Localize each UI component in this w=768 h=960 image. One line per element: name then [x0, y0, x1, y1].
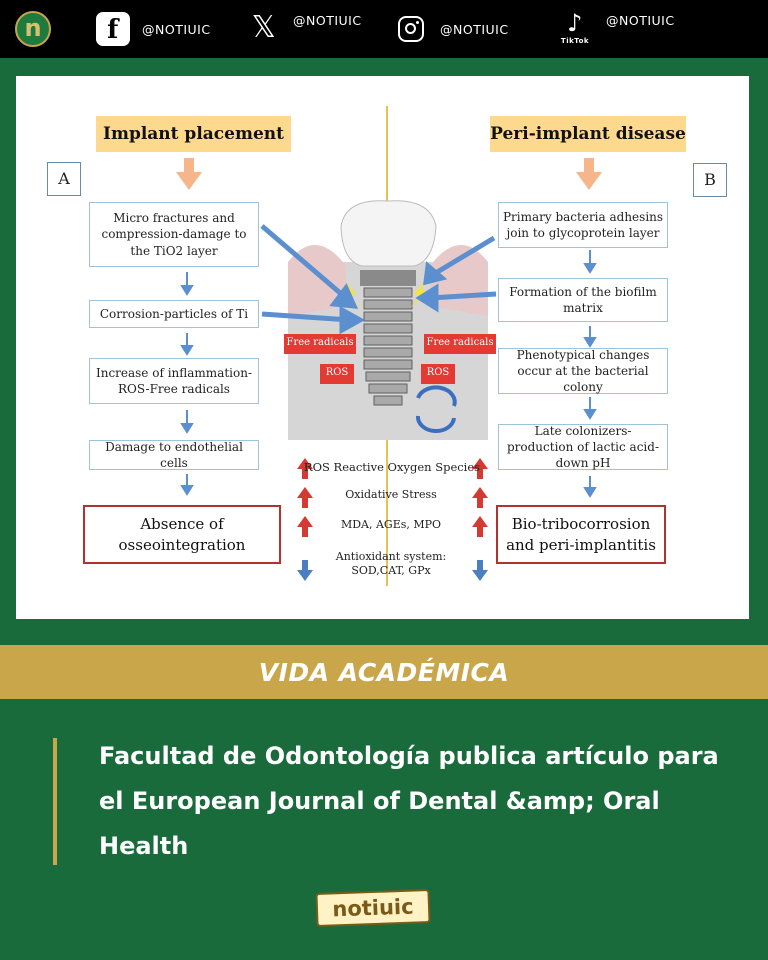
facebook-link[interactable]: f @NOTIUIC	[96, 10, 211, 48]
x-icon: 𝕏	[251, 9, 277, 45]
instagram-handle: @NOTIUIC	[440, 21, 509, 37]
ros-label-left: ROS	[325, 367, 349, 378]
right-step-2: Formation of the biofilm matrix	[498, 278, 668, 322]
marker-antioxidant: Antioxidant system:	[335, 550, 447, 563]
increase-arrow-icon	[297, 458, 488, 537]
peri-implant-disease-title: Peri-implant disease	[490, 116, 686, 152]
notiuic-footer-logo[interactable]: notiuic	[315, 889, 431, 927]
article-headline[interactable]: Facultad de Odontología publica artículo…	[99, 742, 719, 860]
orange-arrow-icon	[176, 158, 602, 190]
instagram-icon	[394, 12, 428, 46]
right-step-4: Late colonizers-production of lactic aci…	[498, 424, 668, 470]
left-step-4: Damage to endothelial cells	[89, 440, 259, 470]
tiktok-caption: TikTok	[560, 36, 590, 45]
tooth-crown	[340, 200, 437, 267]
left-step-2: Corrosion-particles of Ti	[89, 300, 259, 328]
x-handle: @NOTIUIC	[293, 12, 362, 28]
free-radicals-label-left: Free radicals	[286, 337, 354, 348]
ros-label-right: ROS	[426, 367, 450, 378]
right-step-1: Primary bacteria adhesins join to glycop…	[498, 202, 668, 248]
implant-placement-title: Implant placement	[96, 116, 291, 152]
flow-arrow-icon	[180, 250, 597, 498]
decrease-arrow-icon	[297, 560, 488, 581]
social-bar: n f @NOTIUIC 𝕏 @NOTIUIC @NOTIUIC ♪ TikTo…	[0, 0, 768, 58]
accent-bar	[53, 738, 57, 865]
implant-screw	[363, 287, 413, 406]
facebook-icon: f	[96, 12, 130, 46]
left-step-3: Increase of inflammation-ROS-Free radica…	[89, 358, 259, 404]
left-outcome-box: Absence of osseointegration	[83, 505, 281, 564]
facebook-handle: @NOTIUIC	[142, 21, 211, 37]
marker-oxidative-stress: Oxidative Stress	[345, 488, 437, 501]
right-outcome-box: Bio-tribocorrosion and peri-implantitis	[496, 505, 666, 564]
section-label: VIDA ACADÉMICA	[0, 645, 768, 699]
tiktok-icon: ♪ TikTok	[560, 8, 590, 45]
panel-b-label: B	[693, 163, 727, 197]
marker-mda: MDA, AGEs, MPO	[340, 518, 442, 531]
tiktok-link[interactable]: ♪ TikTok @NOTIUIC	[558, 8, 675, 46]
pointer-arrow-icon	[260, 224, 497, 335]
notiuic-logo-icon[interactable]: n	[15, 11, 51, 47]
article-figure: Implant placement Peri-implant disease A…	[16, 76, 749, 619]
x-link[interactable]: 𝕏 @NOTIUIC	[247, 8, 362, 46]
marker-ros: ROS Reactive Oxygen Species	[303, 460, 481, 474]
figure-graphics	[176, 158, 602, 581]
right-step-3: Phenotypical changes occur at the bacter…	[498, 348, 668, 394]
marker-sod-cat-gpx: SOD,CAT, GPx	[351, 564, 431, 577]
instagram-link[interactable]: @NOTIUIC	[394, 10, 509, 48]
panel-a-label: A	[47, 162, 81, 196]
tiktok-handle: @NOTIUIC	[606, 12, 675, 28]
free-radicals-label-right: Free radicals	[426, 337, 494, 348]
left-step-1: Micro fractures and compression-damage t…	[89, 202, 259, 267]
